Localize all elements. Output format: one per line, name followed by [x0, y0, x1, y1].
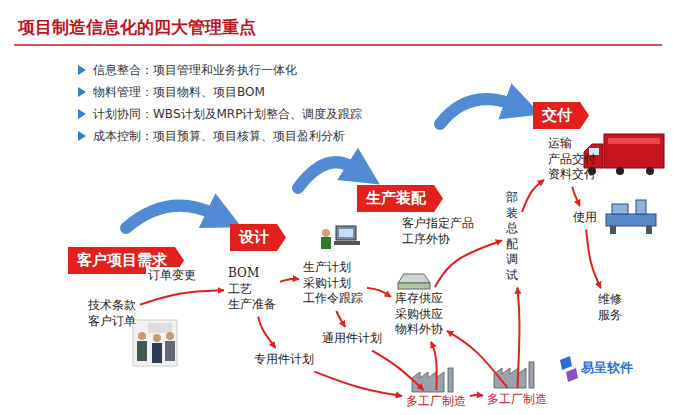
node-text: 通用件计划 [322, 331, 382, 347]
logo-text: 易呈软件 [581, 359, 633, 377]
people-picture [133, 320, 177, 366]
title: 项目制造信息化的四大管理重点 [18, 16, 256, 39]
warehouse-icon [398, 274, 430, 289]
bullet-text: 信息整合：项目管理和业务执行一体化 [93, 62, 297, 79]
node-text: 技术条款 客户订单 [88, 298, 136, 329]
node-text: 客户指定产品 工序外协 [402, 216, 474, 247]
flow-arrow [522, 180, 544, 212]
stage-banner: 设计 [230, 224, 286, 251]
node-text: 库存供应 采购供应 物料外协 [395, 291, 443, 338]
step-text: 多工厂制造 [487, 392, 547, 408]
flow-arrow [586, 230, 601, 288]
step-text: 技术条款 客户订单 [88, 298, 136, 329]
step-text: 使用 [573, 210, 597, 226]
title-rule [14, 44, 662, 46]
truck-icon [584, 134, 664, 175]
bullet-text: 物料管理：项目物料、项目BOM [93, 84, 265, 101]
bullet-text: 计划协同：WBS计划及MRP计划整合、调度及跟踪 [93, 106, 362, 123]
bullet-marks [78, 65, 86, 141]
flow-arrow [447, 331, 508, 388]
node-text: 设计 [239, 228, 269, 247]
step-text: 库存供应 采购供应 物料外协 [395, 291, 443, 338]
machine-icon [606, 200, 656, 234]
node-text: 生产装配 [366, 189, 426, 208]
node-text: 运输 产品交付 资料交付 [548, 136, 596, 183]
flow-arrow [258, 317, 275, 348]
node-text: 多工厂制造 [406, 394, 466, 410]
node-text: 交付 [542, 106, 572, 125]
step-text: 生产计划 采购计划 工作令跟踪 [303, 260, 363, 307]
step-text: 运输 产品交付 资料交付 [548, 136, 596, 183]
node-text: 多工厂制造 [487, 392, 547, 408]
step-text: 专用件计划 [254, 352, 314, 368]
logo-icon [560, 356, 578, 382]
edge-label: 订单变更 [146, 267, 198, 284]
bullet-text: 成本控制：项目预算、项目核算、项目盈利分析 [93, 128, 345, 145]
flow-arrow [280, 279, 299, 282]
flow-arrow [372, 351, 423, 390]
step-text: 多工厂制造 [406, 394, 466, 410]
node-text: 维修 服务 [598, 292, 622, 323]
flow-arrow [435, 240, 502, 287]
node-text: 部装总配调试 [506, 190, 518, 284]
flow-arrow [573, 187, 580, 206]
flow-arrow [367, 288, 391, 297]
node-text: BOM 工艺 生产准备 [228, 266, 276, 313]
factory-icon [412, 362, 534, 392]
node-text: 专用件计划 [254, 352, 314, 368]
step-text: 维修 服务 [598, 292, 622, 323]
stage-banner: 生产装配 [357, 185, 443, 212]
flow-arrow [431, 342, 437, 390]
flow-arrow [337, 311, 346, 327]
flow-arrow [517, 288, 519, 388]
flow-arrow [470, 394, 483, 397]
node-text: 生产计划 采购计划 工作令跟踪 [303, 260, 363, 307]
step-text: 通用件计划 [322, 331, 382, 347]
node-text: 使用 [573, 210, 597, 226]
computer-icon [321, 226, 360, 249]
stage-banner: 交付 [533, 102, 589, 129]
flow-arrow [314, 372, 402, 396]
flow-arrow [140, 290, 224, 304]
step-text: 客户指定产品 工序外协 [402, 216, 474, 247]
step-text: 部装总配调试 [506, 190, 518, 284]
step-text: BOM 工艺 生产准备 [228, 266, 276, 313]
